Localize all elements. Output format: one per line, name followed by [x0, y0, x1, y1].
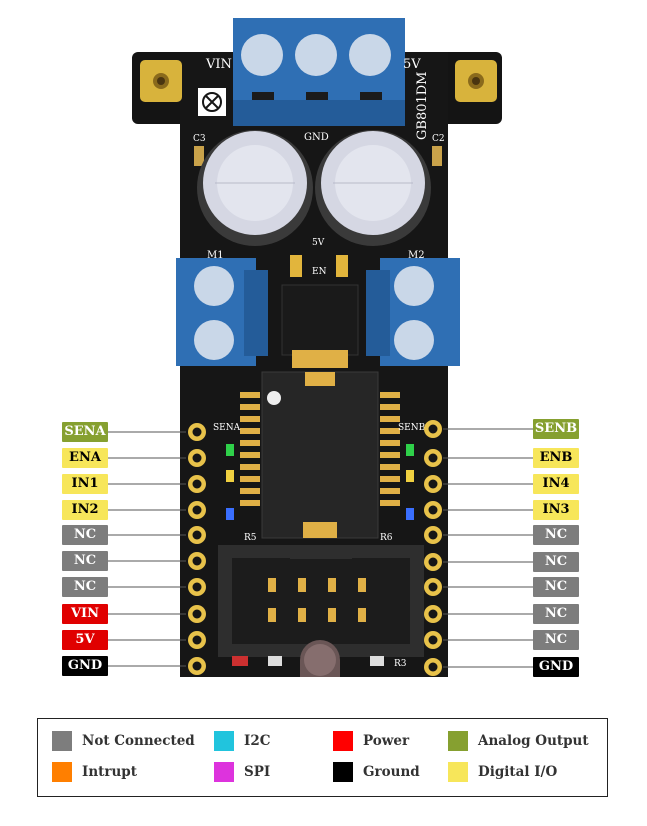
pin-label-nc-r4: NC	[533, 604, 579, 624]
header-pin-right	[424, 420, 442, 438]
led-yellow-right	[406, 470, 414, 482]
smd-pad-left	[290, 255, 302, 277]
electrolytic-capacitor-right	[315, 130, 431, 246]
legend-swatch	[52, 731, 72, 751]
header-pin-right	[424, 578, 442, 596]
silk-symbol	[198, 88, 226, 116]
ic-pins-left	[240, 392, 260, 506]
pin-label-in3: IN3	[533, 500, 579, 520]
potentiometer	[300, 640, 340, 677]
pin-label-ena: ENA	[62, 448, 108, 468]
box-header-connector	[218, 545, 424, 657]
capacitor-c3	[194, 146, 204, 166]
silk-5v-mid: 5V	[312, 238, 325, 248]
header-pin-right	[424, 658, 442, 676]
legend-swatch	[448, 731, 468, 751]
pin-label-enb: ENB	[533, 448, 579, 468]
power-terminal-block	[233, 18, 405, 126]
electrolytic-capacitor-left	[197, 130, 313, 246]
header-pin-left	[188, 475, 206, 493]
pin-label-nc-r3: NC	[533, 577, 579, 597]
silk-5v-top: 5V	[403, 57, 421, 72]
mounting-hole-left	[140, 60, 182, 102]
legend-swatch	[333, 762, 353, 782]
legend-swatch	[52, 762, 72, 782]
header-pin-right	[424, 501, 442, 519]
pin-label-senb: SENB	[533, 419, 579, 439]
silk-sena: SENA	[213, 423, 241, 433]
header-pin-right	[424, 553, 442, 571]
led-blue-left	[226, 508, 234, 520]
legend-swatch	[214, 731, 234, 751]
silk-model: GB801DM	[415, 72, 430, 141]
silk-r5: R5	[244, 533, 257, 543]
motor-terminal-left	[176, 258, 268, 366]
smd-chip-bottom	[268, 656, 282, 666]
led-yellow-left	[226, 470, 234, 482]
pin-label-in2: IN2	[62, 500, 108, 520]
driver-ic	[261, 371, 379, 539]
pin-label-nc-r1: NC	[533, 525, 579, 545]
led-blue-right	[406, 508, 414, 520]
pin-label-nc-1: NC	[62, 525, 108, 545]
pin-label-nc-r5: NC	[533, 630, 579, 650]
legend-swatch	[448, 762, 468, 782]
header-pin-left	[188, 605, 206, 623]
voltage-regulator	[281, 284, 359, 368]
pin-label-gnd-left: GND	[62, 656, 108, 676]
header-pin-right	[424, 449, 442, 467]
legend-swatch	[214, 762, 234, 782]
pin-label-sena: SENA	[62, 422, 108, 442]
pin-label-gnd-right: GND	[533, 657, 579, 677]
pin-label-nc-r2: NC	[533, 552, 579, 572]
header-pin-left	[188, 526, 206, 544]
header-pin-left	[188, 423, 206, 441]
header-pin-left	[188, 657, 206, 675]
smd-r3	[370, 656, 384, 666]
header-pin-left	[188, 631, 206, 649]
header-pin-left	[188, 552, 206, 570]
silk-c3: C3	[193, 134, 206, 144]
mounting-hole-right	[455, 60, 497, 102]
silk-senb: SENB	[398, 423, 426, 433]
header-pin-left	[188, 578, 206, 596]
header-pin-left	[188, 449, 206, 467]
ic-pins-right	[380, 392, 400, 506]
header-pin-right	[424, 475, 442, 493]
header-pins	[108, 420, 533, 676]
silk-vin: VIN	[205, 57, 232, 72]
pin-label-in4: IN4	[533, 474, 579, 494]
led-green-left	[226, 444, 234, 456]
header-pin-right	[424, 631, 442, 649]
silk-m2: M2	[408, 250, 425, 261]
silk-gnd-top: GND	[304, 132, 329, 143]
header-pin-right	[424, 526, 442, 544]
silk-r6: R6	[380, 533, 393, 543]
pin-label-vin: VIN	[62, 604, 108, 624]
pin-label-nc-2: NC	[62, 551, 108, 571]
header-pin-left	[188, 501, 206, 519]
led-green-right	[406, 444, 414, 456]
legend: Not Connected I2C Power Analog Output In…	[37, 718, 608, 797]
silk-c2: C2	[432, 134, 445, 144]
silk-m1: M1	[207, 250, 224, 261]
header-pin-right	[424, 605, 442, 623]
capacitor-c2	[432, 146, 442, 166]
smd-pad-right	[336, 255, 348, 277]
silk-r3: R3	[394, 659, 407, 669]
pin-label-in1: IN1	[62, 474, 108, 494]
motor-terminal-right	[366, 258, 460, 366]
legend-swatch	[333, 731, 353, 751]
smd-resistor-bottom	[232, 656, 248, 666]
pin-label-nc-3: NC	[62, 577, 108, 597]
silk-en: EN	[312, 267, 327, 277]
pin-label-5v: 5V	[62, 630, 108, 650]
